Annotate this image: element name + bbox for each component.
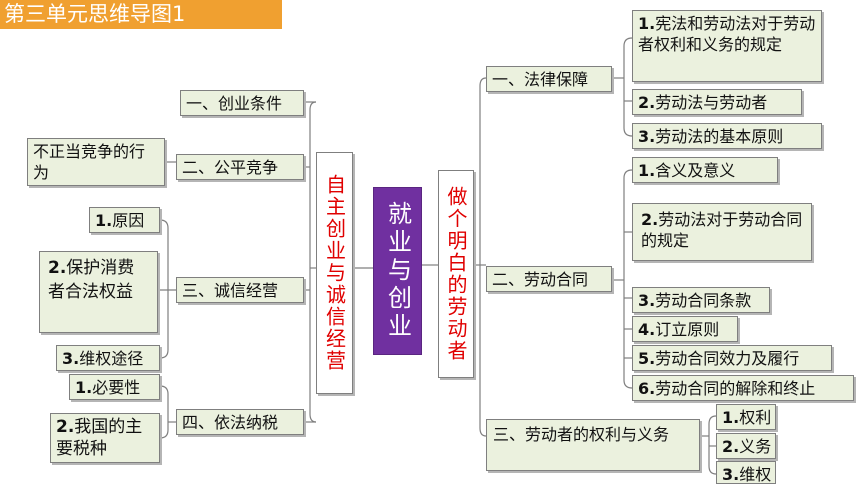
left-child-1: 一、创业条件 [180,90,304,116]
left-child-3-sub-2: 2.保护消费者合法权益 [39,251,158,333]
right-child-3-sub-2: 2.义务 [716,433,776,459]
left-child-2: 二、公平竞争 [176,154,304,180]
left-child-3-sub-3: 3.维权途径 [56,345,160,371]
right-child-2-sub-3: 3.劳动合同条款 [632,287,770,313]
right-child-1-sub-2: 2.劳动法与劳动者 [632,89,802,115]
left-child-4-sub-1: 1.必要性 [69,374,160,400]
center-node: 就业与创业 [373,187,422,355]
right-branch-node: 做个明白的劳动者 [438,170,474,378]
right-child-2: 二、劳动合同 [486,266,612,292]
right-child-2-sub-6: 6.劳动合同的解除和终止 [632,375,854,401]
right-child-2-sub-1: 1.含义及意义 [632,157,778,183]
left-branch-node: 自主创业与诚信经营 [316,152,353,394]
page-title: 第三单元思维导图1 [0,0,282,29]
right-child-3-sub-3: 3.维权 [716,461,776,484]
right-child-3-sub-1: 1.权利 [716,404,776,430]
right-child-1-sub-1: 1.宪法和劳动法对于劳动者权利和义务的规定 [632,10,822,82]
left-child-4: 四、依法纳税 [176,409,304,435]
left-child-3-sub-1: 1.原因 [89,207,160,233]
left-child-3: 三、诚信经营 [176,277,304,303]
right-child-2-sub-4: 4.订立原则 [632,316,738,342]
right-child-1: 一、法律保障 [486,66,612,92]
left-child-2-sub: 不正当竞争的行为 [27,138,165,186]
right-child-1-sub-3: 3.劳动法的基本原则 [632,123,822,149]
right-child-3: 三、劳动者的权利与义务 [486,419,700,471]
left-child-4-sub-2: 2.我国的主要税种 [50,413,160,463]
right-child-2-sub-2: 2.劳动法对于劳动合同的规定 [632,203,812,261]
right-child-2-sub-5: 5.劳动合同效力及履行 [632,345,832,371]
